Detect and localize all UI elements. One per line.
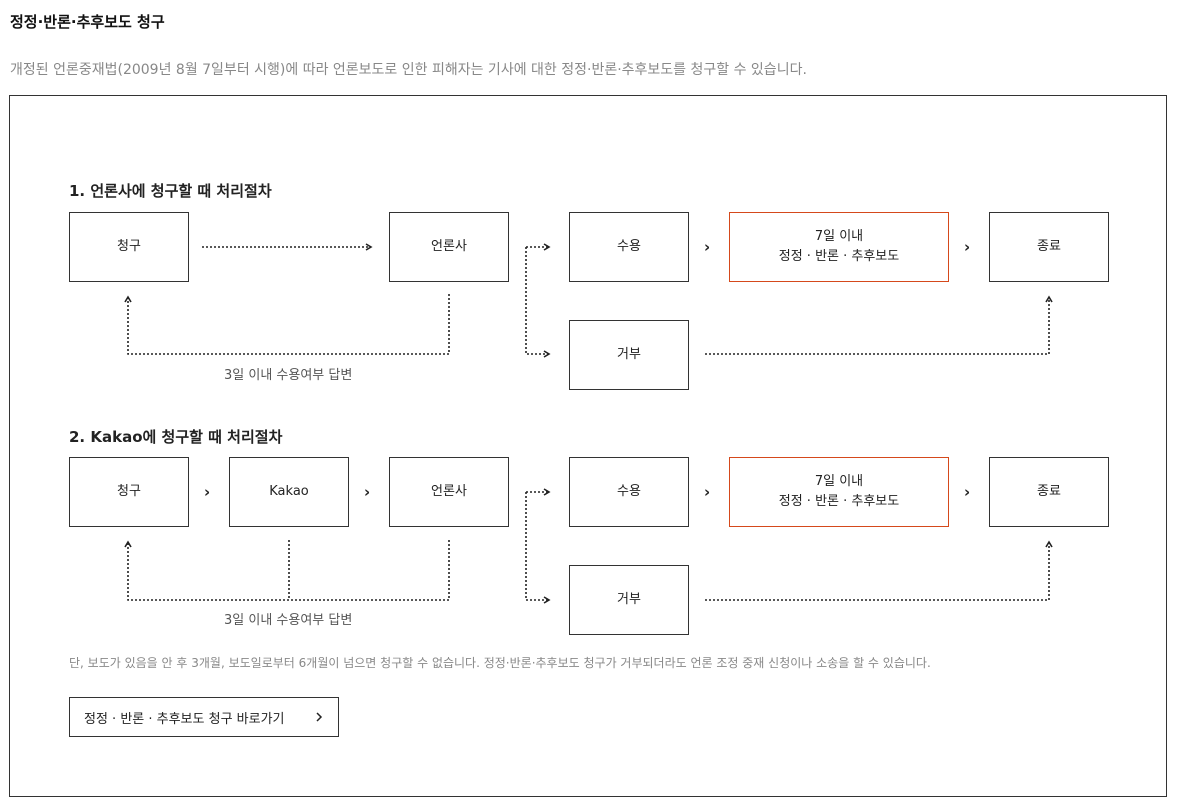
- flow1-reject-box: 거부: [569, 320, 689, 390]
- footnote: 단, 보도가 있음을 안 후 3개월, 보도일로부터 6개월이 넘으면 청구할 …: [69, 656, 931, 670]
- flow2-accept-box: 수용: [569, 457, 689, 527]
- page-title: 정정·반론·추후보도 청구: [10, 13, 165, 31]
- chevron-right-icon: ›: [704, 483, 711, 501]
- flow1-reject-label: 거부: [617, 347, 641, 362]
- flow1-accept-box: 수용: [569, 212, 689, 282]
- correction-request-link-button[interactable]: 정정 · 반론 · 추후보도 청구 바로가기: [69, 697, 339, 737]
- flow2-result-line2: 정정 · 반론 · 추후보도: [778, 494, 900, 509]
- flow1-result-line2: 정정 · 반론 · 추후보도: [778, 249, 900, 264]
- flow2-request-label: 청구: [117, 484, 141, 499]
- intro-text: 개정된 언론중재법(2009년 8월 7일부터 시행)에 따라 언론보도로 인한…: [10, 62, 807, 78]
- flow2-request-box: 청구: [69, 457, 189, 527]
- flow1-result-box: 7일 이내 정정 · 반론 · 추후보도: [729, 212, 949, 282]
- flow1-request-label: 청구: [117, 239, 141, 254]
- chevron-right-icon: ›: [204, 483, 211, 501]
- flow1-media-label: 언론사: [431, 239, 467, 254]
- flow2-title: 2. Kakao에 청구할 때 처리절차: [69, 428, 283, 446]
- flow1-result-line1: 7일 이내: [814, 229, 864, 244]
- flow1-accept-label: 수용: [617, 239, 641, 254]
- flow2-end-label: 종료: [1037, 484, 1061, 499]
- flow2-reject-box: 거부: [569, 565, 689, 635]
- flow1-media-box: 언론사: [389, 212, 509, 282]
- flow1-end-label: 종료: [1037, 239, 1061, 254]
- chevron-right-icon: ›: [964, 238, 971, 256]
- flow2-accept-label: 수용: [617, 484, 641, 499]
- flow2-media-box: 언론사: [389, 457, 509, 527]
- flow1-title: 1. 언론사에 청구할 때 처리절차: [69, 182, 272, 200]
- chevron-right-icon: ›: [364, 483, 371, 501]
- flow2-result-line1: 7일 이내: [814, 474, 864, 489]
- link-button-label: 정정 · 반론 · 추후보도 청구 바로가기: [84, 711, 285, 727]
- flow1-reply-note: 3일 이내 수용여부 답변: [224, 368, 353, 383]
- flow2-kakao-box: Kakao: [229, 457, 349, 527]
- flow2-end-box: 종료: [989, 457, 1109, 527]
- chevron-right-icon: [316, 712, 323, 722]
- flow2-result-box: 7일 이내 정정 · 반론 · 추후보도: [729, 457, 949, 527]
- flow1-request-box: 청구: [69, 212, 189, 282]
- chevron-right-icon: ›: [964, 483, 971, 501]
- chevron-right-icon: ›: [704, 238, 711, 256]
- flow2-kakao-label: Kakao: [269, 484, 309, 499]
- flow2-reject-label: 거부: [617, 592, 641, 607]
- flow2-media-label: 언론사: [431, 484, 467, 499]
- flow1-end-box: 종료: [989, 212, 1109, 282]
- flow2-reply-note: 3일 이내 수용여부 답변: [224, 613, 353, 628]
- procedure-frame: [9, 95, 1167, 797]
